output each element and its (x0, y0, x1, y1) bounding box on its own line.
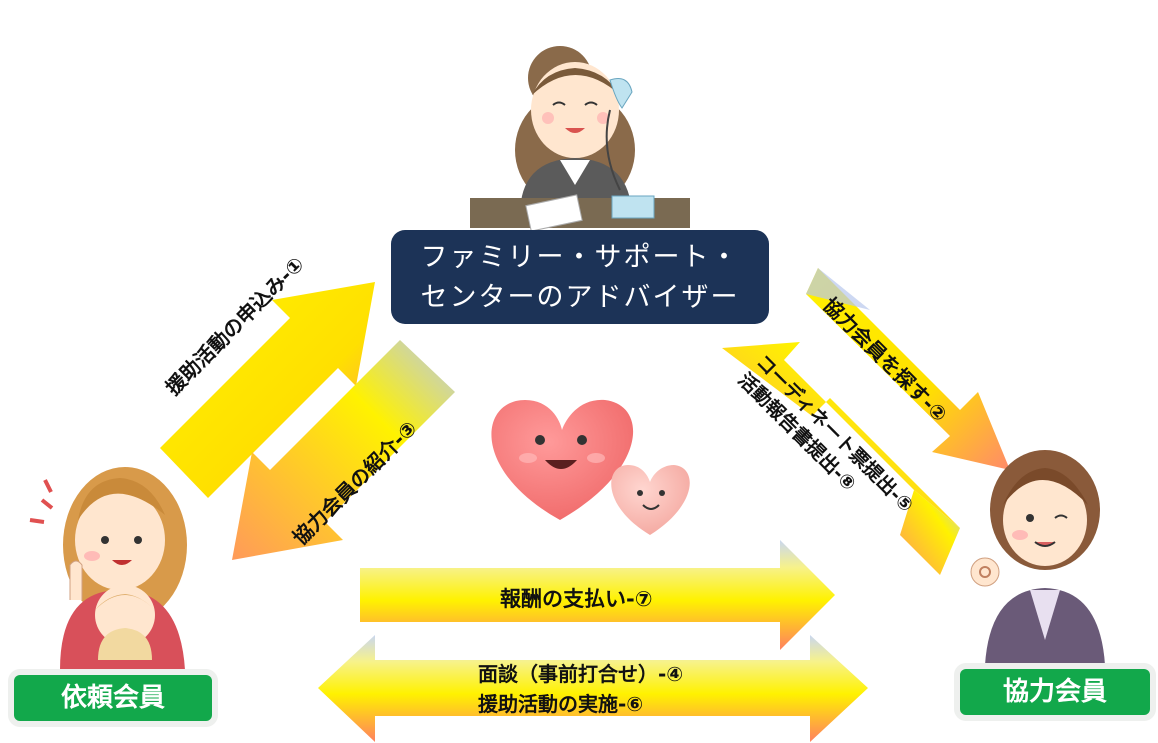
arrow-search (806, 268, 1010, 470)
arrow-payment-label: 報酬の支払い-⑦ (500, 587, 653, 611)
arrow-apply (160, 282, 375, 498)
requester-badge: 依頼会員 (14, 675, 212, 721)
arrow-report (722, 342, 960, 575)
arrow-meeting-label-line2: 援助活動の実施-⑥ (478, 692, 644, 716)
advisor-box: ファミリー・サポート・ センターのアドバイザー (391, 230, 769, 324)
arrow-meeting (318, 635, 868, 742)
heart-large-icon (491, 399, 634, 520)
helper-illustration (970, 450, 1105, 665)
arrow-introduce (232, 340, 455, 560)
arrow-payment (360, 540, 835, 650)
helper-badge: 協力会員 (960, 669, 1150, 715)
advisor-illustration (470, 46, 690, 232)
advisor-label-line2: センターのアドバイザー (420, 282, 740, 313)
requester-illustration (29, 467, 187, 670)
arrow-meeting-label-line1: 面談（事前打合せ）-④ (478, 662, 684, 686)
heart-small-icon (611, 465, 690, 535)
advisor-label-line1: ファミリー・サポート・ (420, 242, 740, 273)
